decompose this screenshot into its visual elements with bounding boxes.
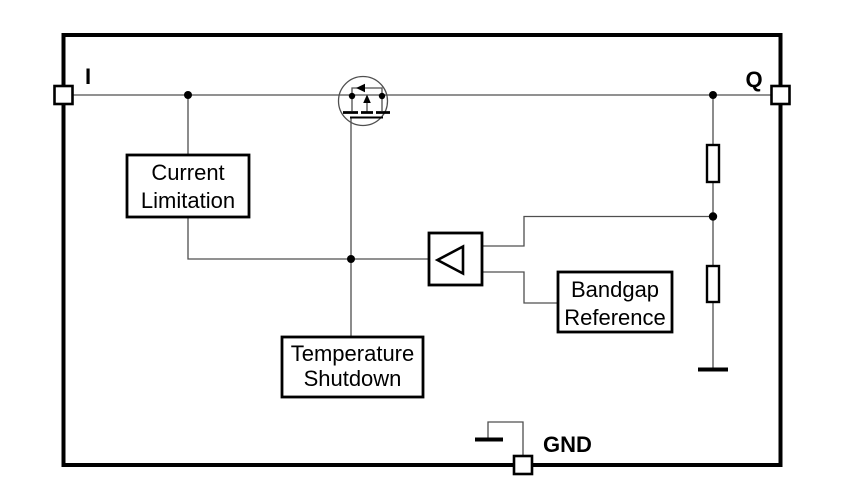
bandgap-reference-label-line2: Reference (564, 305, 666, 330)
transistor-bridge (351, 87, 383, 96)
gate-drive-wire (187, 217, 429, 260)
output-pin-pad (770, 84, 791, 106)
junction-dot (378, 92, 386, 100)
resistor-icon (705, 143, 721, 184)
ground-pin: GND (512, 432, 592, 476)
current-limitation-label-line1: Current (151, 160, 224, 185)
input-pin: I (53, 64, 91, 106)
ground-pin-label: GND (543, 432, 592, 457)
junction-dot (184, 91, 192, 99)
amplifier-box (427, 231, 484, 287)
ic-boundary (61, 33, 783, 467)
transistor-diode-arrow (356, 83, 365, 93)
junction-dot (708, 212, 718, 221)
current-limitation-block: Current Limitation (125, 153, 251, 219)
amplifier-triangle (434, 244, 465, 276)
temperature-shutdown-block: Temperature Shutdown (280, 335, 425, 399)
input-pin-pad (53, 84, 74, 106)
output-pin: Q (745, 67, 791, 106)
transistor-bulk-arrow (363, 94, 371, 103)
transistor-circle (337, 75, 389, 127)
junction-dot (348, 92, 356, 100)
bandgap-reference-block: Bandgap Reference (556, 270, 674, 334)
temperature-shutdown-label-line2: Shutdown (304, 366, 402, 391)
error-amplifier-icon (427, 231, 484, 287)
reference-wire (482, 271, 558, 304)
temperature-shutdown-label-line1: Temperature (291, 341, 415, 366)
ground-pin-wire (487, 421, 524, 456)
current-limitation-box (125, 153, 251, 219)
junction-dot (347, 255, 355, 263)
temperature-shutdown-box (280, 335, 425, 399)
ground-pin-pad (512, 454, 534, 476)
output-pin-label: Q (745, 67, 762, 92)
junction-dot (709, 91, 717, 99)
input-pin-label: I (85, 64, 91, 89)
bandgap-reference-label-line1: Bandgap (571, 277, 659, 302)
feedback-wire (482, 215, 713, 247)
current-limitation-label-line2: Limitation (141, 188, 235, 213)
pmos-transistor-icon (337, 75, 390, 127)
resistor-icon (705, 264, 721, 304)
bandgap-reference-box (556, 270, 674, 334)
